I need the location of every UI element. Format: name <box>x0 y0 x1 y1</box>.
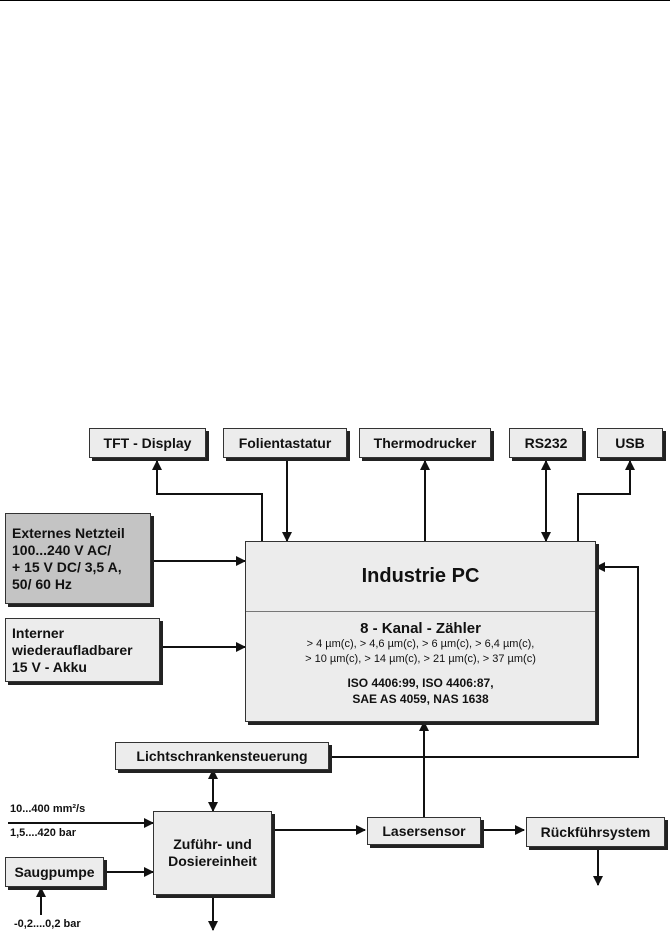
viscosity-label: 10...400 mm²/s <box>10 803 86 815</box>
dosing-line-2: Dosiereinheit <box>168 853 257 869</box>
dosing-unit-box: Zuführ- und Dosiereinheit <box>153 811 272 895</box>
rs232-box: RS232 <box>509 428 583 458</box>
battery-line-3: 15 V - Akku <box>12 658 87 675</box>
psu-line-3: + 15 V DC/ 3,5 A, <box>12 558 122 575</box>
pc-to-tft-line <box>152 460 263 541</box>
light-barrier-to-pc-line <box>330 562 639 758</box>
counter-title: 8 - Kanal - Zähler <box>360 620 481 637</box>
suction-pressure-label: -0,2....0,2 bar <box>14 918 81 930</box>
laser-sensor-box: Lasersensor <box>367 817 481 845</box>
standards-line-1: ISO 4406:99, ISO 4406:87, <box>347 676 494 690</box>
battery-line-1: Interner <box>12 624 65 641</box>
psu-line-2: 100...240 V AC/ <box>12 541 112 558</box>
channels-line-2: > 10 µm(c), > 14 µm(c), > 21 µm(c), > 37… <box>305 653 536 665</box>
psu-line-4: 50/ 60 Hz <box>12 575 72 592</box>
top-rule <box>0 0 670 1</box>
psu-line-1: Externes Netzteil <box>12 524 125 541</box>
particle-counter-section: 8 - Kanal - Zähler > 4 µm(c), > 4,6 µm(c… <box>246 612 595 707</box>
keyboard-box: Folientastatur <box>223 428 347 458</box>
standards-block: ISO 4406:99, ISO 4406:87, SAE AS 4059, N… <box>246 675 595 707</box>
pc-to-usb-line <box>577 460 635 541</box>
usb-box: USB <box>597 428 663 458</box>
return-system-box: Rückführsystem <box>526 817 665 847</box>
standards-line-2: SAE AS 4059, NAS 1638 <box>352 692 489 706</box>
printer-box: Thermodrucker <box>359 428 491 458</box>
pressure-label: 1,5....420 bar <box>10 827 77 839</box>
dosing-line-1: Zuführ- und <box>173 836 252 852</box>
battery-line-2: wiederaufladbarer <box>12 641 133 658</box>
external-power-supply-box: Externes Netzteil 100...240 V AC/ + 15 V… <box>5 513 151 604</box>
tft-display-box: TFT - Display <box>89 428 206 458</box>
industrial-pc-title: Industrie PC <box>246 542 595 612</box>
industrial-pc-box: Industrie PC 8 - Kanal - Zähler > 4 µm(c… <box>245 541 596 722</box>
battery-box: Interner wiederaufladbarer 15 V - Akku <box>5 618 160 682</box>
channels-line-1: > 4 µm(c), > 4,6 µm(c), > 6 µm(c), > 6,4… <box>306 638 535 650</box>
light-barrier-control-box: Lichtschrankensteuerung <box>115 742 329 770</box>
suction-pump-box: Saugpumpe <box>5 857 104 887</box>
